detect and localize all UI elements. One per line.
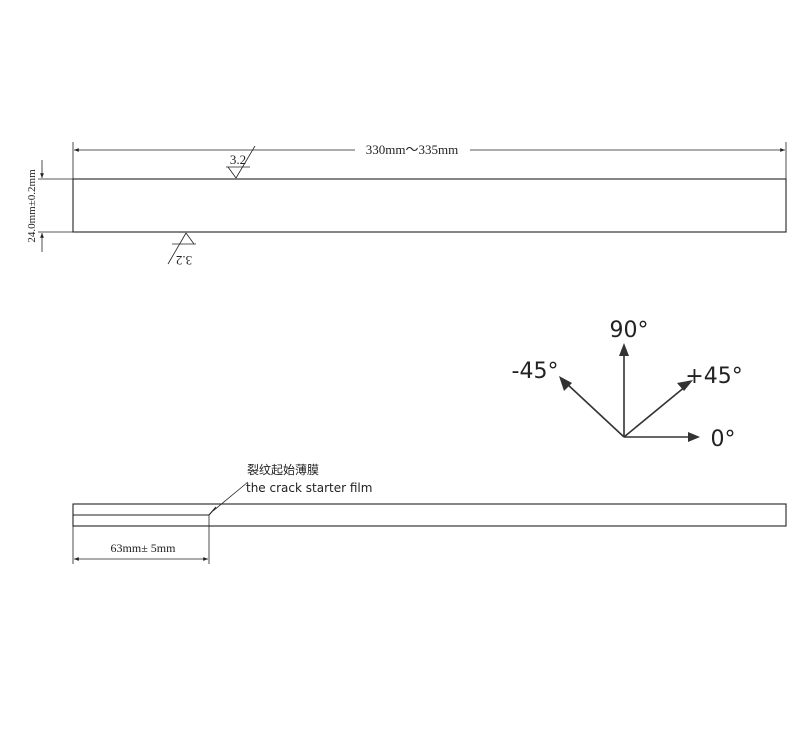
label-90: 90° <box>610 318 649 343</box>
arrow-90-icon <box>619 343 629 356</box>
film-label-en: the crack starter film <box>246 481 372 495</box>
roughness-symbol-bottom: 3.2 <box>167 232 196 268</box>
label-plus45: +45° <box>685 364 742 389</box>
arrow-minus45-icon <box>559 376 572 391</box>
film-dimension-text: 63mm± 5mm <box>111 541 177 555</box>
side-view: 裂纹起始薄膜 the crack starter film 63mm± 5mm <box>72 462 787 564</box>
crack-starter-film-tip <box>208 506 217 516</box>
top-view: 330mm～335mm 24.0mm±0.2mm 3.2 3.2 <box>26 142 787 268</box>
roughness-symbol-top: 3.2 <box>226 145 256 179</box>
specimen-outline <box>72 178 787 233</box>
roughness-value-bottom: 3.2 <box>176 253 192 268</box>
axis-plus45 <box>623 385 687 438</box>
arrow-plus45-icon <box>677 380 693 391</box>
orientation-diagram: 90° +45° -45° 0° <box>512 318 743 452</box>
roughness-value-top: 3.2 <box>230 152 246 167</box>
film-leader-line <box>212 481 249 512</box>
width-dimension-text: 24.0mm±0.2mm <box>26 169 38 243</box>
axis-minus45 <box>565 382 625 438</box>
length-dimension-text: 330mm～335mm <box>366 142 458 157</box>
film-label-cn: 裂纹起始薄膜 <box>247 462 319 477</box>
arrow-0-icon <box>688 432 700 442</box>
label-0: 0° <box>711 427 736 452</box>
label-minus45: -45° <box>512 359 559 384</box>
